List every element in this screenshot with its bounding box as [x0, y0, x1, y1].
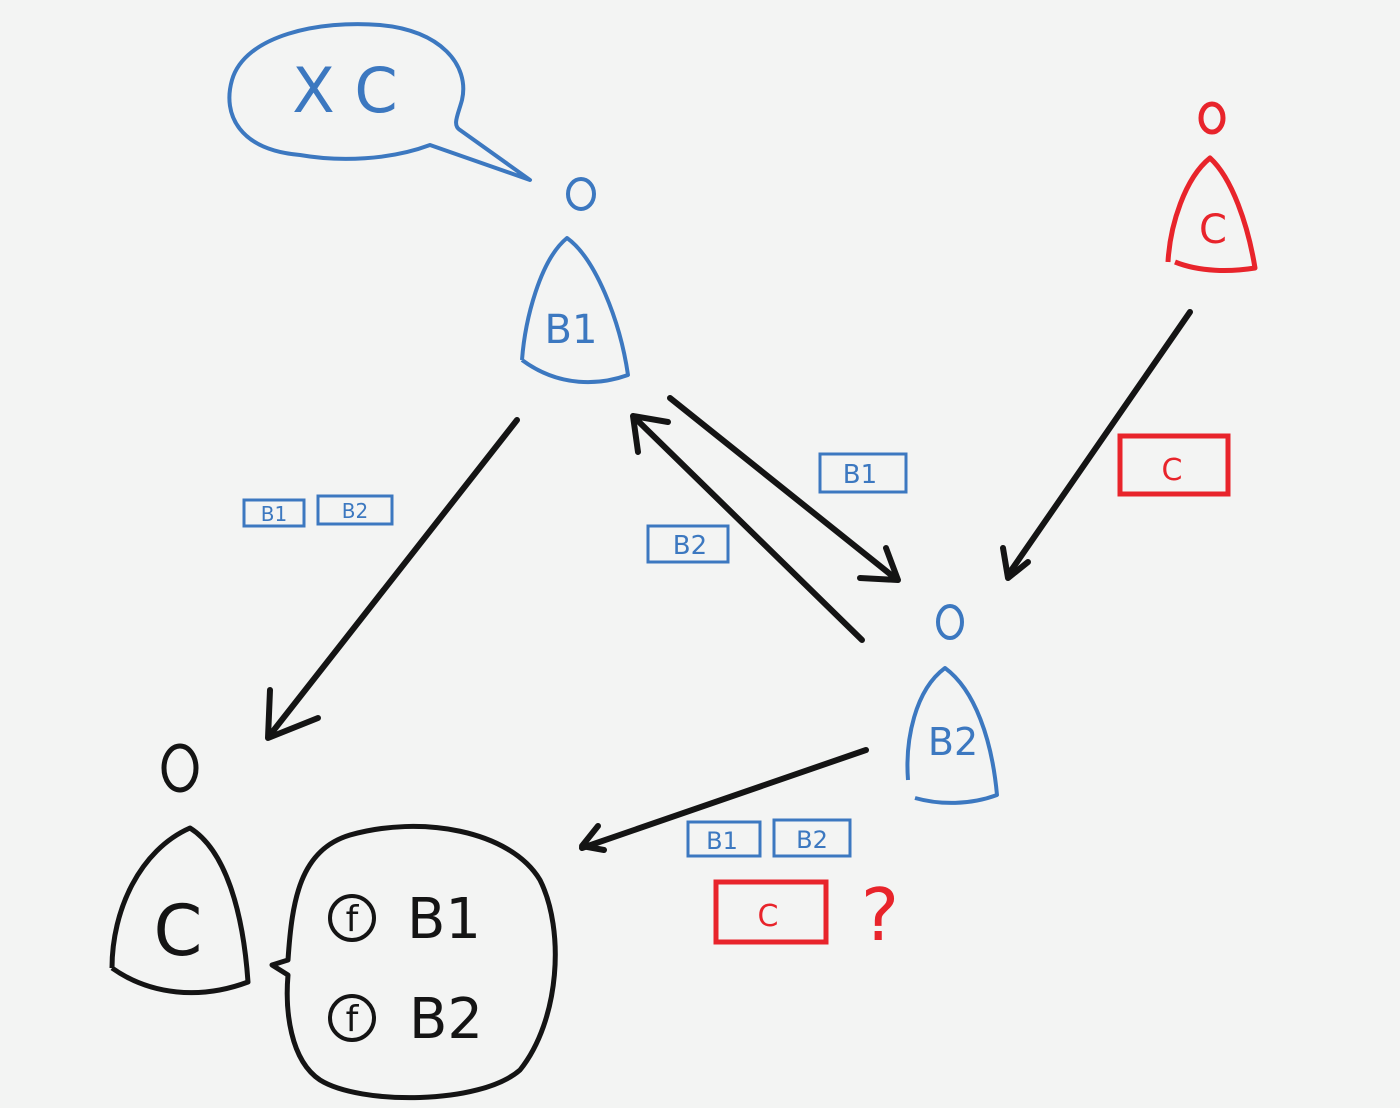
f-icon — [328, 894, 376, 942]
b2-label: B2 — [928, 720, 978, 764]
arrow-b2-to-b1 — [630, 413, 865, 643]
c-black-head — [161, 743, 199, 793]
edge-label-b2-to-c: B1 B2 C ? — [686, 818, 899, 957]
f-icon-glyph: f — [346, 999, 360, 1040]
node-b1: B1 — [520, 177, 630, 385]
b2-head — [936, 604, 964, 640]
c-black-label: C — [154, 890, 203, 972]
block-c: C — [1162, 453, 1183, 488]
arrow-b1-to-b2 — [667, 395, 901, 583]
question-mark: ? — [861, 873, 899, 957]
edge-label-b2-to-b1: B2 — [646, 524, 730, 564]
arrow-cred-to-b2 — [1000, 309, 1193, 581]
c-thought-label-b2: B2 — [409, 987, 483, 1052]
arrows — [265, 309, 1193, 853]
block-b2: B2 — [673, 531, 707, 561]
c-red-head — [1198, 101, 1226, 135]
edge-label-cred-to-b2: C — [1117, 433, 1231, 497]
block-b1: B1 — [843, 460, 877, 490]
arrow-b1-to-c — [265, 417, 520, 741]
arrow-b2-to-c — [579, 747, 869, 853]
c-red-body — [1165, 155, 1258, 273]
node-b2: B2 — [905, 604, 999, 805]
edge-label-b1-to-b2: B1 — [818, 452, 908, 494]
block-c-red: C — [758, 899, 779, 934]
f-icon — [328, 994, 376, 1042]
block-b1: B1 — [706, 827, 738, 855]
node-c-black: C — [109, 743, 251, 996]
b1-thought-bubble: X C — [227, 22, 532, 182]
node-c-red: C — [1165, 101, 1258, 273]
f-icon-glyph: f — [346, 899, 360, 940]
b1-head — [566, 177, 596, 211]
b1-label: B1 — [545, 307, 598, 353]
c-thought-label-b1: B1 — [407, 887, 481, 952]
edge-label-b1-to-c: B1 B2 — [242, 494, 394, 528]
block-b2: B2 — [342, 499, 368, 523]
c-thought-row-2: f B2 — [328, 987, 483, 1052]
c-red-label: C — [1199, 207, 1227, 253]
block-b1: B1 — [261, 502, 287, 526]
c-black-body — [109, 825, 251, 996]
block-b2: B2 — [796, 826, 828, 854]
b1-thought-text: X C — [292, 54, 397, 127]
b2-body — [905, 666, 999, 805]
b1-body — [520, 236, 630, 385]
c-thought-bubble: f B1 f B2 — [269, 823, 558, 1101]
c-thought-row-1: f B1 — [328, 887, 481, 952]
